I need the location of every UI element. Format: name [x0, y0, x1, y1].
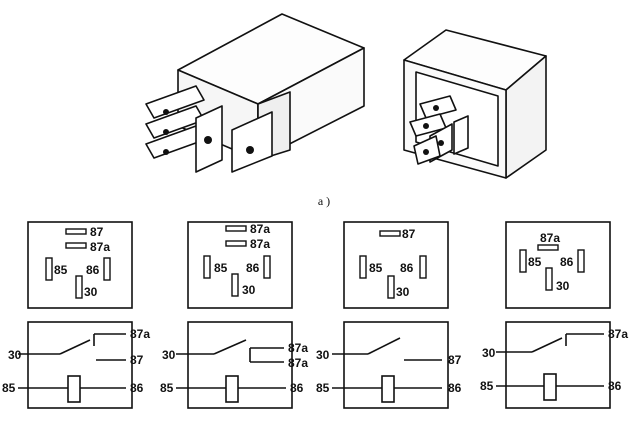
circuit-box-2 [176, 321, 293, 409]
pin-label: 85 [528, 255, 542, 269]
circuit-box-4 [496, 321, 611, 409]
terminal-label: 85 [160, 381, 174, 395]
circuit-box-3 [332, 321, 449, 409]
pin-label: 30 [556, 279, 570, 293]
pin-label: 86 [400, 261, 414, 275]
pinout-box-2: 87a 87a 85 86 30 [187, 221, 293, 309]
terminal-label: 86 [130, 381, 144, 395]
pin-label: 87 [402, 227, 416, 241]
terminal-label: 85 [2, 381, 16, 395]
pin-label: 30 [242, 283, 256, 297]
terminal-label: 87a [608, 327, 628, 341]
relay-side-view [145, 13, 365, 173]
terminal-label: 30 [316, 348, 330, 362]
terminal-label: 87a [130, 327, 150, 341]
pin-label: 87a [540, 231, 560, 245]
circuit-box-1 [18, 321, 133, 409]
pinout-box-4: 87a 85 86 30 [505, 221, 611, 309]
pin-label: 85 [214, 261, 228, 275]
terminal-label: 30 [162, 348, 176, 362]
figure-caption: a ) [318, 194, 330, 208]
pin-label: 86 [560, 255, 574, 269]
pin-label: 87a [250, 222, 270, 236]
pin-label: 85 [54, 263, 68, 277]
pin-label: 86 [86, 263, 100, 277]
pin-label: 86 [246, 261, 260, 275]
terminal-label: 86 [290, 381, 304, 395]
terminal-label: 30 [482, 346, 496, 360]
terminal-label: 87a [288, 341, 308, 355]
pin-label: 87 [90, 225, 104, 239]
pin-label: 30 [84, 285, 98, 299]
terminal-label: 85 [316, 381, 330, 395]
terminal-label: 87 [130, 353, 144, 367]
pinout-box-3: 87 85 86 30 [343, 221, 449, 309]
pin-label: 87a [90, 240, 110, 254]
pinout-box-1: 87 87a 85 86 30 [27, 221, 133, 309]
terminal-label: 30 [8, 348, 22, 362]
pin-label: 85 [369, 261, 383, 275]
pin-label: 87a [250, 237, 270, 251]
terminal-label: 87 [448, 353, 462, 367]
terminal-label: 86 [448, 381, 462, 395]
pin-label: 30 [396, 285, 410, 299]
terminal-label: 86 [608, 379, 622, 393]
terminal-label: 85 [480, 379, 494, 393]
relay-front-view [403, 29, 547, 179]
terminal-label: 87a [288, 356, 308, 370]
